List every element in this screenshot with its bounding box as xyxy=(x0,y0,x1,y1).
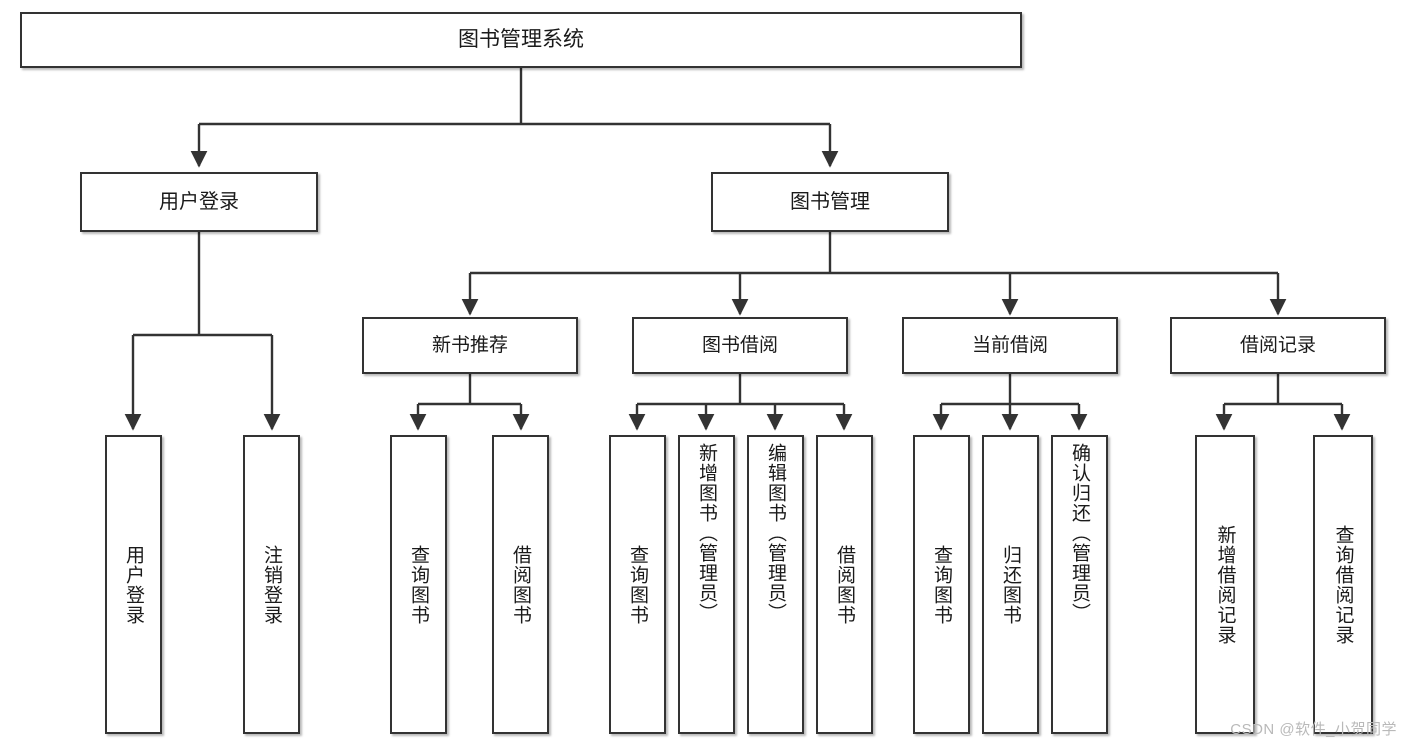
node-root-book-management-system[interactable]: 图书管理系统 xyxy=(20,12,1022,68)
node-leaf-label: 确认归还（管理员） xyxy=(1069,443,1090,623)
node-leaf-borrow-record-query[interactable]: 查询借阅记录 xyxy=(1313,435,1373,734)
node-leaf-label: 借阅图书 xyxy=(510,544,531,625)
node-book-management-label: 图书管理 xyxy=(790,190,870,213)
node-new-book-recommend-label: 新书推荐 xyxy=(431,334,508,356)
node-leaf-label: 查询借阅记录 xyxy=(1332,524,1354,645)
node-leaf-current-borrow-query[interactable]: 查询图书 xyxy=(913,435,970,734)
node-current-borrow-label: 当前借阅 xyxy=(971,334,1048,356)
node-leaf-label: 查询图书 xyxy=(408,544,429,625)
node-current-borrow[interactable]: 当前借阅 xyxy=(902,317,1118,374)
node-leaf-new-book-query[interactable]: 查询图书 xyxy=(390,435,447,734)
node-leaf-label: 用户登录 xyxy=(123,544,144,625)
node-new-book-recommend[interactable]: 新书推荐 xyxy=(362,317,578,374)
node-leaf-label: 查询图书 xyxy=(931,544,952,625)
node-book-borrow-label: 图书借阅 xyxy=(701,334,778,356)
node-leaf-user-login-logout[interactable]: 注销登录 xyxy=(243,435,300,734)
node-leaf-label: 注销登录 xyxy=(261,544,282,625)
node-leaf-label: 新增图书（管理员） xyxy=(696,443,717,623)
node-leaf-book-borrow-add[interactable]: 新增图书（管理员） xyxy=(678,435,735,734)
node-user-login[interactable]: 用户登录 xyxy=(80,172,318,232)
node-leaf-current-borrow-confirm[interactable]: 确认归还（管理员） xyxy=(1051,435,1108,734)
node-leaf-book-borrow-borrow[interactable]: 借阅图书 xyxy=(816,435,873,734)
node-leaf-book-borrow-edit[interactable]: 编辑图书（管理员） xyxy=(747,435,804,734)
node-leaf-current-borrow-return[interactable]: 归还图书 xyxy=(982,435,1039,734)
node-borrow-record[interactable]: 借阅记录 xyxy=(1170,317,1386,374)
node-root-label: 图书管理系统 xyxy=(458,28,584,52)
csdn-watermark: CSDN @软件_小贺同学 xyxy=(1230,721,1397,738)
node-leaf-label: 归还图书 xyxy=(1000,544,1021,625)
node-book-management[interactable]: 图书管理 xyxy=(711,172,949,232)
node-book-borrow[interactable]: 图书借阅 xyxy=(632,317,848,374)
node-borrow-record-label: 借阅记录 xyxy=(1239,334,1316,356)
node-leaf-label: 新增借阅记录 xyxy=(1214,524,1236,645)
node-leaf-label: 编辑图书（管理员） xyxy=(765,443,786,623)
node-leaf-label: 借阅图书 xyxy=(834,544,855,625)
node-leaf-new-book-borrow[interactable]: 借阅图书 xyxy=(492,435,549,734)
node-user-login-label: 用户登录 xyxy=(159,190,239,213)
node-leaf-book-borrow-query[interactable]: 查询图书 xyxy=(609,435,666,734)
node-leaf-user-login-login[interactable]: 用户登录 xyxy=(105,435,162,734)
node-leaf-borrow-record-add[interactable]: 新增借阅记录 xyxy=(1195,435,1255,734)
node-leaf-label: 查询图书 xyxy=(627,544,648,625)
